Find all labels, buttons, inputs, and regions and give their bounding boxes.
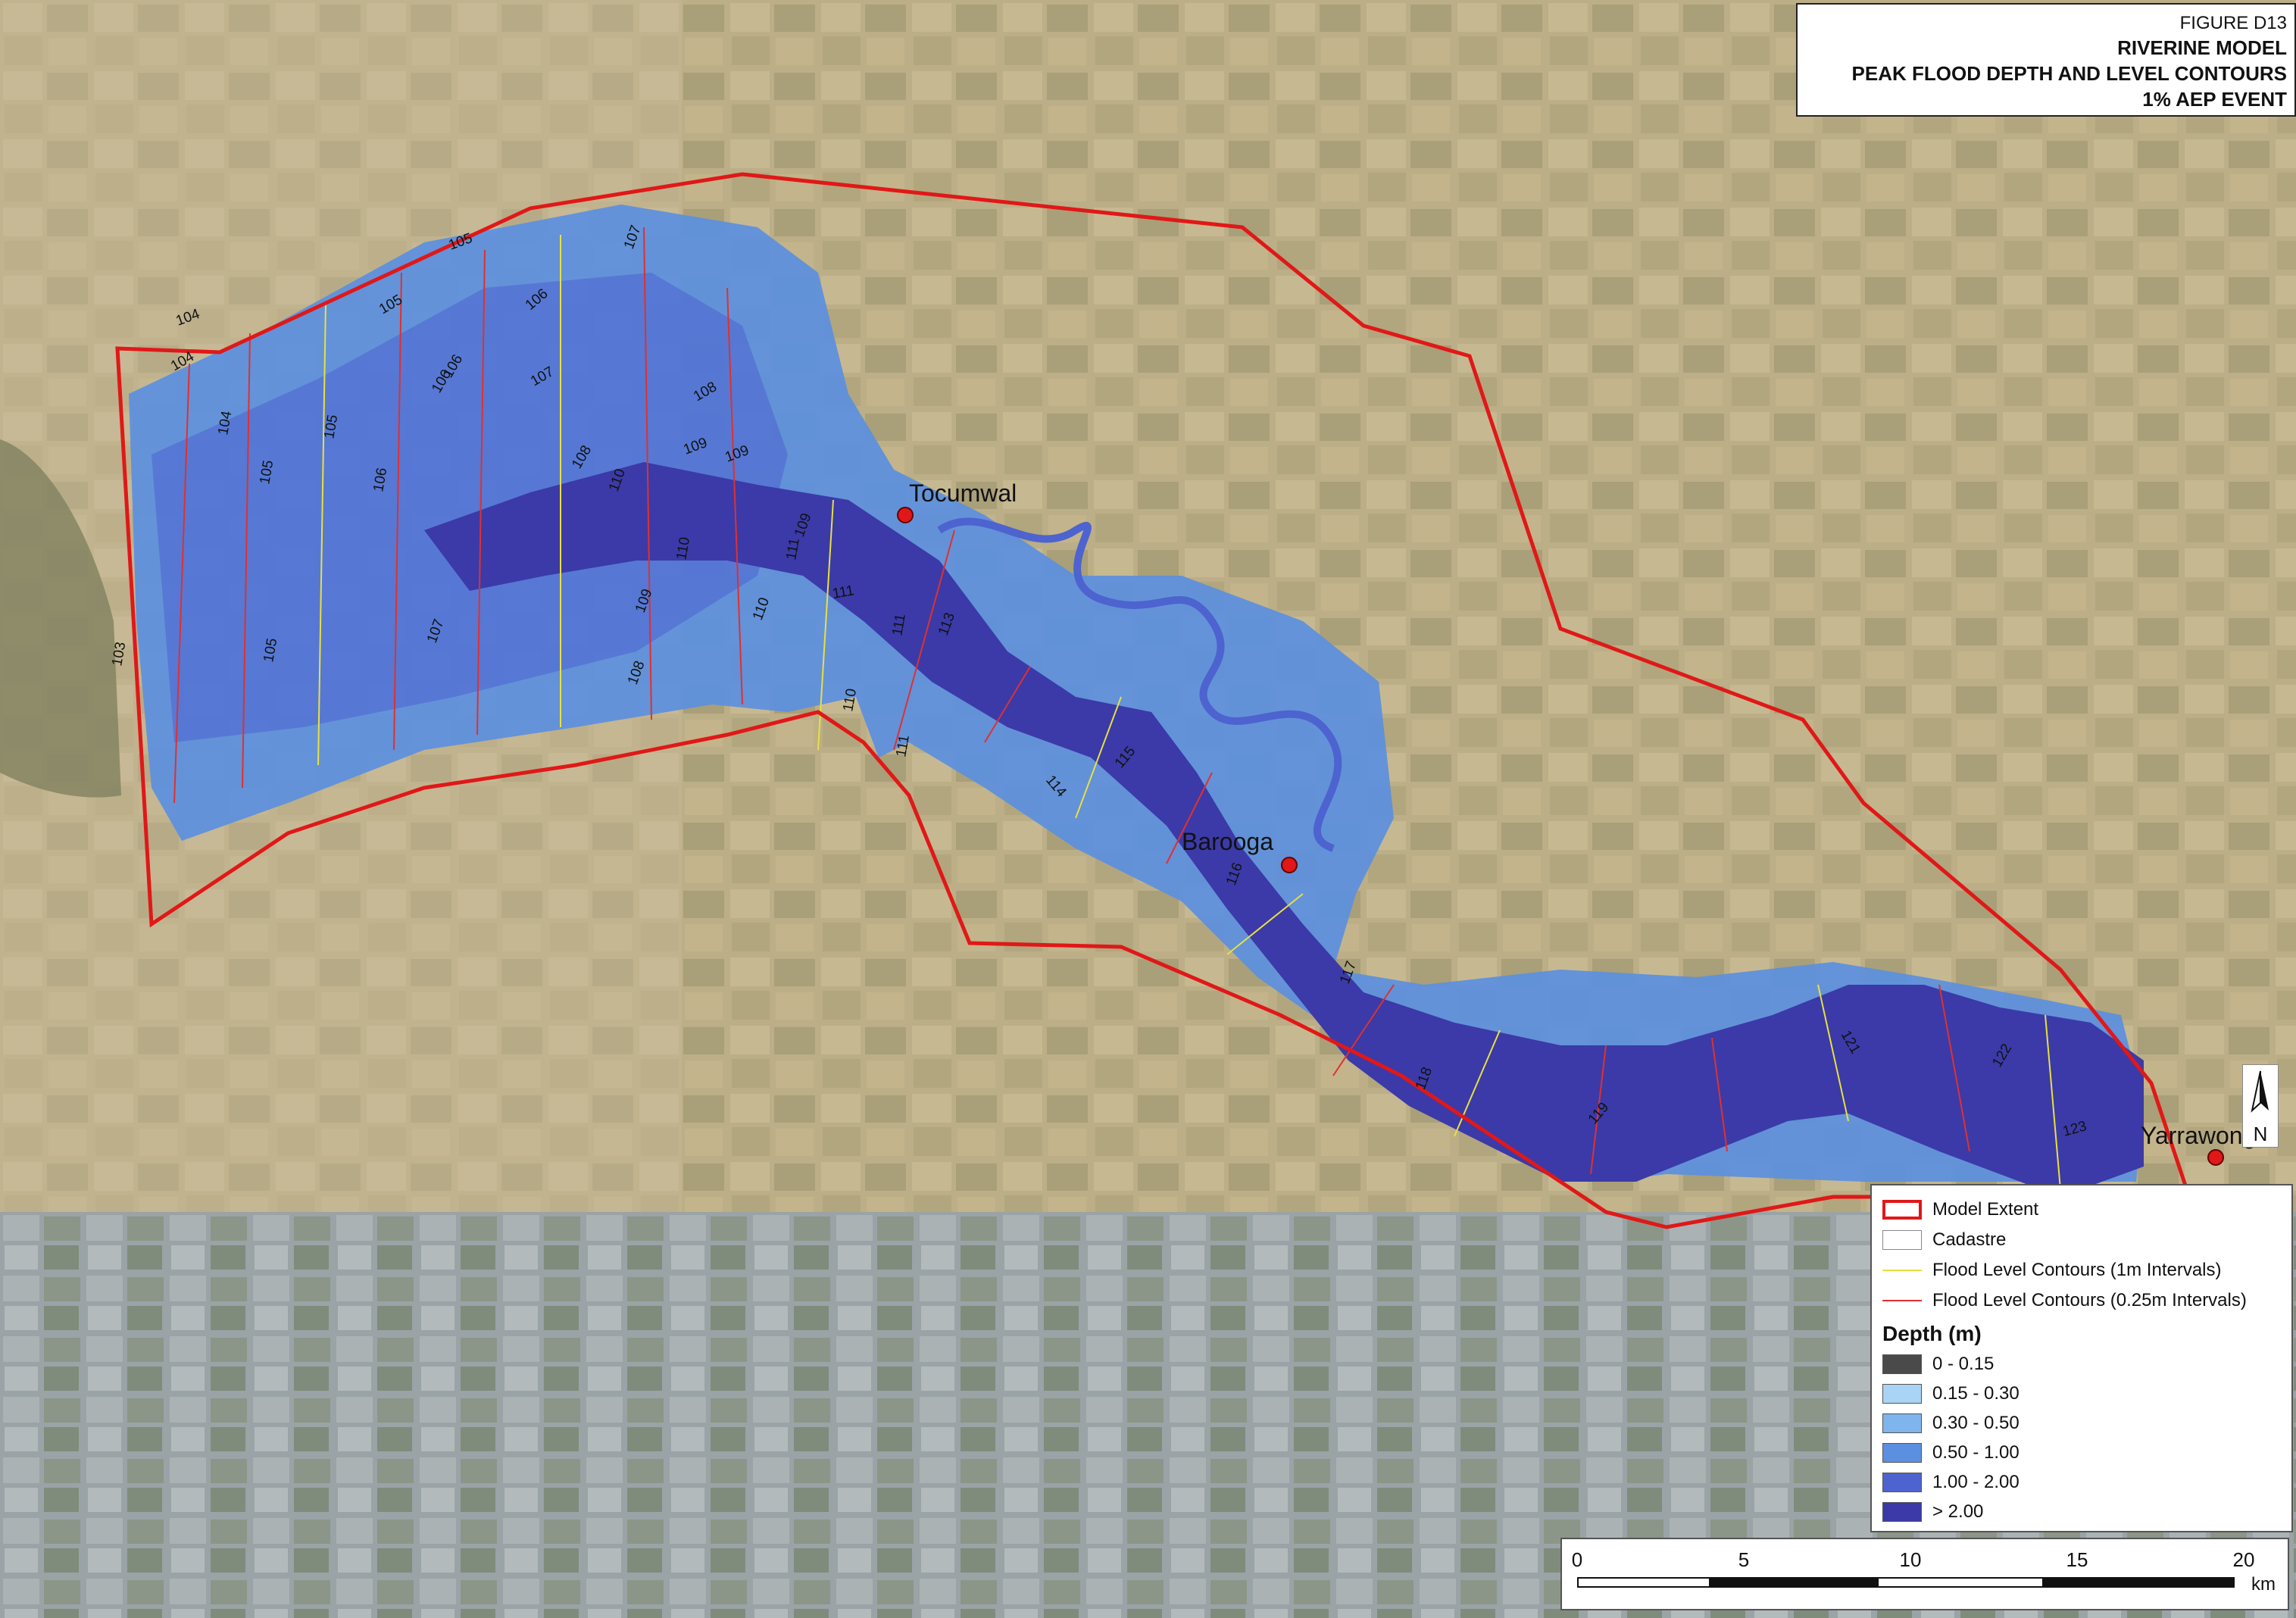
- depth-class-item: 0.50 - 1.00: [1882, 1438, 2281, 1467]
- legend-label: Model Extent: [1932, 1199, 2039, 1220]
- contour-lines: [173, 226, 2061, 1190]
- contour-label: 110: [673, 536, 693, 561]
- contour-1m-swatch: [1882, 1260, 1922, 1280]
- legend-item-contours-1m: Flood Level Contours (1m Intervals): [1882, 1255, 2281, 1285]
- title-line-2: PEAK FLOOD DEPTH AND LEVEL CONTOURS: [1851, 62, 2287, 85]
- scale-segment: [1577, 1577, 1710, 1588]
- contour-025m-swatch: [1882, 1291, 1922, 1310]
- scale-bar: 0 5 10 15 20 km: [1560, 1538, 2289, 1610]
- depth-label: 0.50 - 1.00: [1932, 1442, 2020, 1463]
- town-label-barooga: Barooga: [1182, 828, 1273, 855]
- scale-tick-label: 5: [1738, 1548, 1750, 1571]
- river-meander: [937, 517, 1342, 852]
- depth-label: 0.15 - 0.30: [1932, 1382, 2020, 1404]
- contour-label: 110: [840, 687, 860, 712]
- legend-item-cadastre: Cadastre: [1882, 1225, 2281, 1255]
- title-line-3: 1% AEP EVENT: [2142, 88, 2287, 111]
- depth-swatch: [1882, 1472, 1922, 1492]
- north-arrow: N: [2242, 1064, 2279, 1148]
- depth-label: 0 - 0.15: [1932, 1353, 1995, 1374]
- figure-number: FIGURE D13: [2179, 13, 2287, 33]
- contour-label: 111: [783, 537, 803, 561]
- north-label: N: [2254, 1123, 2268, 1145]
- scale-segment: [2044, 1577, 2235, 1588]
- depth-class-item: 0.15 - 0.30: [1882, 1379, 2281, 1408]
- deep-channel: [424, 462, 2144, 1197]
- town-marker-barooga[interactable]: [1281, 857, 1298, 873]
- legend-item-model-extent: Model Extent: [1882, 1195, 2281, 1225]
- depth-class-item: 0.30 - 0.50: [1882, 1408, 2281, 1438]
- town-marker-tocumwal[interactable]: [897, 507, 914, 523]
- depth-swatch: [1882, 1442, 1922, 1463]
- scale-tick-label: 0: [1571, 1548, 1583, 1571]
- scale-segment: [1877, 1577, 2044, 1588]
- depth-label: 1.00 - 2.00: [1932, 1471, 2020, 1492]
- depth-class-list: 0 - 0.15 0.15 - 0.30 0.30 - 0.50 0.50 - 1.0…: [1882, 1349, 2281, 1526]
- title-line-1: RIVERINE MODEL: [2117, 36, 2287, 59]
- contour-label: 111: [889, 613, 909, 637]
- legend-item-contours-025m: Flood Level Contours (0.25m Intervals): [1882, 1285, 2281, 1316]
- legend-label: Flood Level Contours (0.25m Intervals): [1932, 1290, 2247, 1310]
- scale-tick-label: 20: [2232, 1548, 2255, 1571]
- depth-legend-title: Depth (m): [1882, 1322, 1982, 1345]
- depth-swatch: [1882, 1413, 1922, 1433]
- flood-extent-medium: [152, 273, 788, 742]
- model-extent: [115, 172, 2192, 1229]
- model-extent-swatch: [1882, 1200, 1922, 1220]
- depth-swatch: [1882, 1501, 1922, 1522]
- legend-label: Cadastre: [1932, 1229, 2007, 1250]
- north-arrow-icon: N: [2251, 1070, 2269, 1145]
- town-marker-yarrawonga[interactable]: [2207, 1149, 2224, 1166]
- depth-label: > 2.00: [1932, 1501, 1984, 1522]
- depth-label: 0.30 - 0.50: [1932, 1412, 2020, 1433]
- figure-title-block: FIGURE D13 RIVERINE MODEL PEAK FLOOD DEP…: [1796, 3, 2296, 117]
- map-legend: Model Extent Cadastre Flood Level Contou…: [1870, 1184, 2293, 1532]
- scale-tick-label: 15: [2066, 1548, 2088, 1571]
- contour-label: 111: [893, 734, 913, 758]
- scale-tick-label: 10: [1899, 1548, 1922, 1571]
- depth-swatch: [1882, 1354, 1922, 1374]
- depth-class-item: 1.00 - 2.00: [1882, 1467, 2281, 1497]
- depth-swatch: [1882, 1383, 1922, 1404]
- scale-segment: [1710, 1577, 1877, 1588]
- contour-label: 111: [831, 583, 855, 602]
- legend-label: Flood Level Contours (1m Intervals): [1932, 1260, 2222, 1280]
- forest-area: [0, 439, 121, 798]
- scale-unit: km: [2251, 1574, 2276, 1595]
- town-label-tocumwal: Tocumwal: [909, 479, 1017, 507]
- depth-class-item: > 2.00: [1882, 1497, 2281, 1526]
- cadastre-swatch: [1882, 1230, 1922, 1250]
- depth-class-item: 0 - 0.15: [1882, 1349, 2281, 1379]
